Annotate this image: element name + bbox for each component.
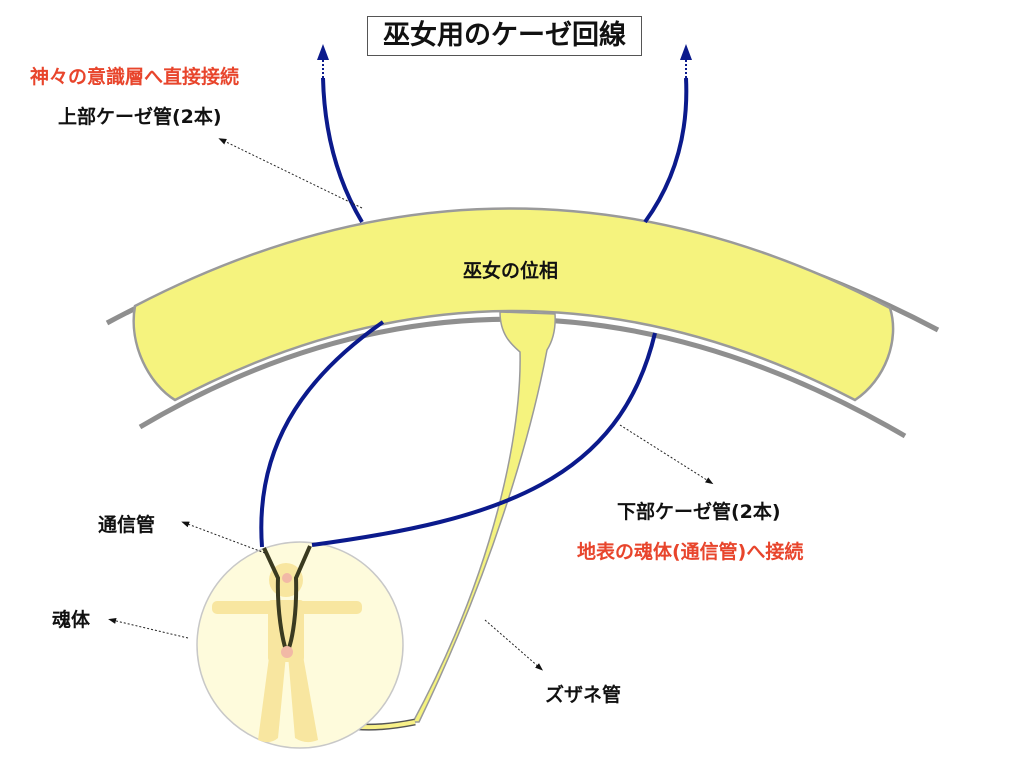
divine-connection-label: 神々の意識層へ直接接続 [30,66,240,88]
comm-tube-label: 通信管 [98,514,156,536]
zuzane-tube-upper [411,311,556,723]
upper-tubes-label: 上部ケーゼ管(2本) [58,106,222,128]
lower-tube-left [259,320,385,548]
miko-phase-label: 巫女の位相 [463,260,559,282]
diagram-title: 巫女用のケーゼ回線 [367,16,642,56]
leader-zuzane [484,619,544,671]
upper-tube-right [643,77,689,224]
leader-comm [181,521,266,554]
leader-soul [108,618,189,639]
zuzane-tube-label: ズザネ管 [545,684,622,706]
miko-phase-band [132,207,895,402]
leader-upper [218,138,363,209]
lower-tubes-label: 下部ケーゼ管(2本) [617,501,781,523]
human-figure [212,563,362,743]
upper-tube-left [321,77,364,224]
surface-connection-label: 地表の魂体(通信管)へ接続 [577,541,804,563]
lower-tube-right [311,332,657,547]
leader-lower [619,424,714,485]
soul-body-label: 魂体 [52,609,91,631]
